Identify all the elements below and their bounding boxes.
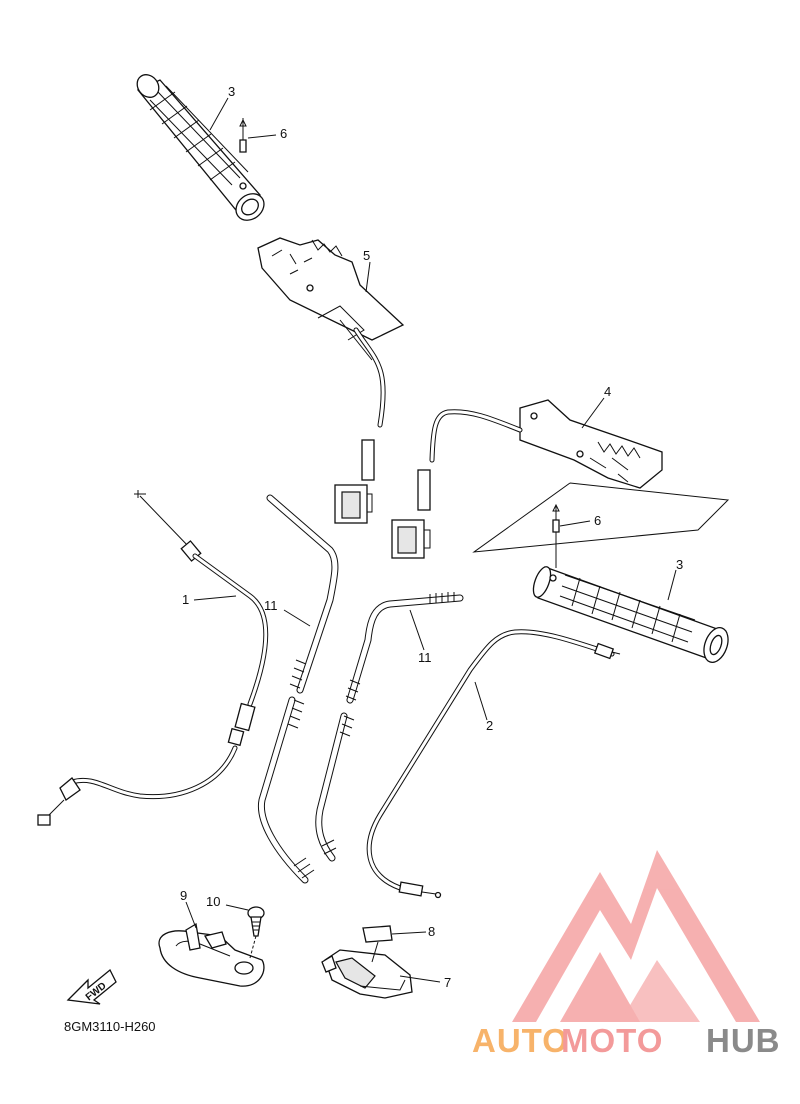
- grip-left: [136, 74, 265, 221]
- callout-9: 9: [180, 888, 187, 903]
- pad: [362, 925, 393, 963]
- cable-holder: [321, 949, 413, 999]
- callout-11-right: 11: [418, 650, 432, 665]
- connector-right: [391, 469, 431, 559]
- callout-10: 10: [206, 894, 220, 909]
- callout-6-right: 6: [594, 513, 601, 528]
- screw: [247, 906, 265, 959]
- callout-5: 5: [363, 248, 370, 263]
- watermark-part1: AUTO: [472, 1022, 569, 1059]
- pin-upper: [239, 118, 247, 153]
- grip-heater-right: [519, 399, 663, 489]
- diagram-code: 8GM3110-H260: [64, 1019, 156, 1034]
- pin-right: [552, 503, 560, 568]
- callout-3-upper: 3: [228, 84, 235, 99]
- watermark-text: AUTO MOTO HUB: [472, 1022, 781, 1059]
- watermark-logo-icon: [512, 850, 760, 1022]
- callout-3-right: 3: [676, 557, 683, 572]
- watermark-part2: MOTO: [561, 1022, 663, 1059]
- cable-left: [37, 490, 269, 826]
- callout-6-upper: 6: [280, 126, 287, 141]
- cable-guide: [158, 922, 265, 987]
- callout-1: 1: [182, 592, 189, 607]
- callout-2: 2: [486, 718, 493, 733]
- hose-left: [257, 494, 339, 884]
- cable-right: [366, 629, 621, 899]
- grip-right: [532, 566, 729, 663]
- callout-11-left: 11: [264, 598, 278, 613]
- fwd-arrow-icon: FWD: [66, 968, 117, 1005]
- connector-left: [334, 439, 375, 524]
- callout-4: 4: [604, 384, 611, 399]
- hose-right: [315, 592, 464, 862]
- callout-7: 7: [444, 975, 451, 990]
- callout-8: 8: [428, 924, 435, 939]
- leader-lines: [185, 97, 677, 983]
- grip-heater-left: [257, 237, 405, 361]
- watermark-part3: HUB: [706, 1022, 781, 1059]
